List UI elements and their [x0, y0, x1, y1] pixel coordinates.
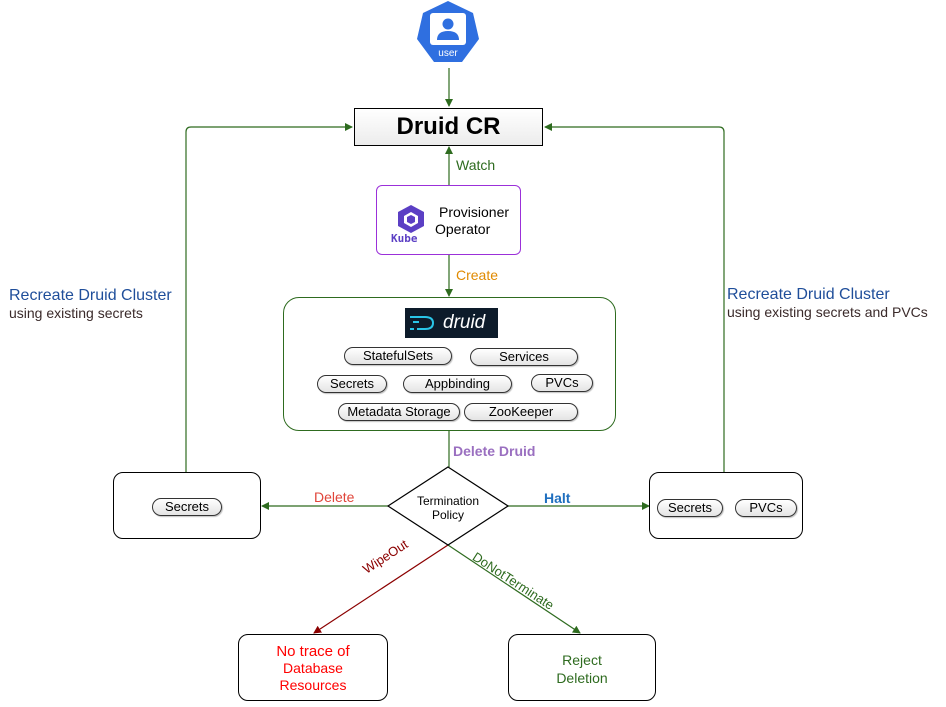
user-icon: [417, 1, 479, 62]
no-trace-line3: Resources: [279, 677, 347, 693]
policy-line2: Policy: [431, 508, 464, 522]
operator-label-line2: Operator: [435, 221, 491, 237]
no-trace-text: No trace of Database Resources: [239, 643, 387, 694]
left-note-subtitle: using existing secrets: [9, 305, 143, 321]
arrow-left-recreate: [185, 123, 353, 472]
user-label: user: [438, 48, 458, 59]
arrow-donotterminate: [447, 544, 581, 634]
kubedb-logo: Kube: [389, 204, 433, 246]
reject-deletion-box[interactable]: Reject Deletion: [508, 634, 656, 701]
druid-logo-text: druid: [443, 312, 486, 333]
druid-logo: druid: [405, 308, 498, 338]
zookeeper-pill[interactable]: ZooKeeper: [464, 403, 578, 421]
left-secrets-pill[interactable]: Secrets: [152, 498, 222, 516]
druid-cluster-box[interactable]: druid StatefulSets Services Secrets Appb…: [283, 297, 616, 431]
secrets-pill[interactable]: Secrets: [317, 375, 387, 393]
user-node: user: [416, 0, 480, 66]
right-recreate-note: Recreate Druid Cluster using existing se…: [727, 286, 928, 320]
delete-label: Delete: [314, 489, 355, 505]
right-pvcs-pill[interactable]: PVCs: [735, 499, 797, 517]
druid-cr-box[interactable]: Druid CR: [354, 108, 543, 146]
right-note-title: Recreate Druid Cluster: [727, 286, 890, 303]
termination-policy-text: Termination Policy: [398, 494, 498, 522]
reject-line2: Deletion: [556, 670, 608, 686]
kubedb-icon: [398, 205, 424, 233]
halt-label: Halt: [544, 490, 571, 506]
watch-label: Watch: [456, 157, 496, 173]
reject-line1: Reject: [562, 652, 602, 668]
arrow-right-recreate: [544, 123, 725, 472]
statefulsets-pill[interactable]: StatefulSets: [344, 347, 452, 365]
create-label: Create: [456, 267, 499, 283]
reject-text: Reject Deletion: [509, 651, 655, 687]
provisioner-operator-box[interactable]: Kube Provisioner Operator: [376, 185, 521, 255]
appbinding-pill[interactable]: Appbinding: [403, 375, 512, 393]
left-secrets-box[interactable]: Secrets: [113, 472, 261, 539]
policy-line1: Termination: [416, 494, 480, 508]
druid-logo-icon: [410, 316, 435, 330]
metadata-storage-pill[interactable]: Metadata Storage: [338, 403, 460, 421]
services-pill[interactable]: Services: [470, 348, 578, 366]
right-secrets-pvcs-box[interactable]: Secrets PVCs: [649, 472, 803, 539]
right-secrets-pill[interactable]: Secrets: [657, 499, 723, 517]
arrow-wipeout: [313, 544, 449, 634]
delete-druid-label: Delete Druid: [453, 443, 536, 459]
no-trace-line1: No trace of: [276, 643, 350, 660]
kubedb-logo-text: Kube: [391, 232, 418, 245]
left-note-title: Recreate Druid Cluster: [9, 287, 172, 304]
termination-policy-diamond: [386, 466, 510, 546]
left-recreate-note: Recreate Druid Cluster using existing se…: [9, 287, 172, 321]
no-trace-box[interactable]: No trace of Database Resources: [238, 634, 388, 701]
right-note-subtitle: using existing secrets and PVCs: [727, 304, 928, 320]
operator-label-line1: Provisioner: [439, 204, 510, 220]
no-trace-line2: Database: [283, 660, 343, 676]
druid-cr-title: Druid CR: [396, 113, 501, 140]
pvcs-pill[interactable]: PVCs: [531, 374, 593, 392]
